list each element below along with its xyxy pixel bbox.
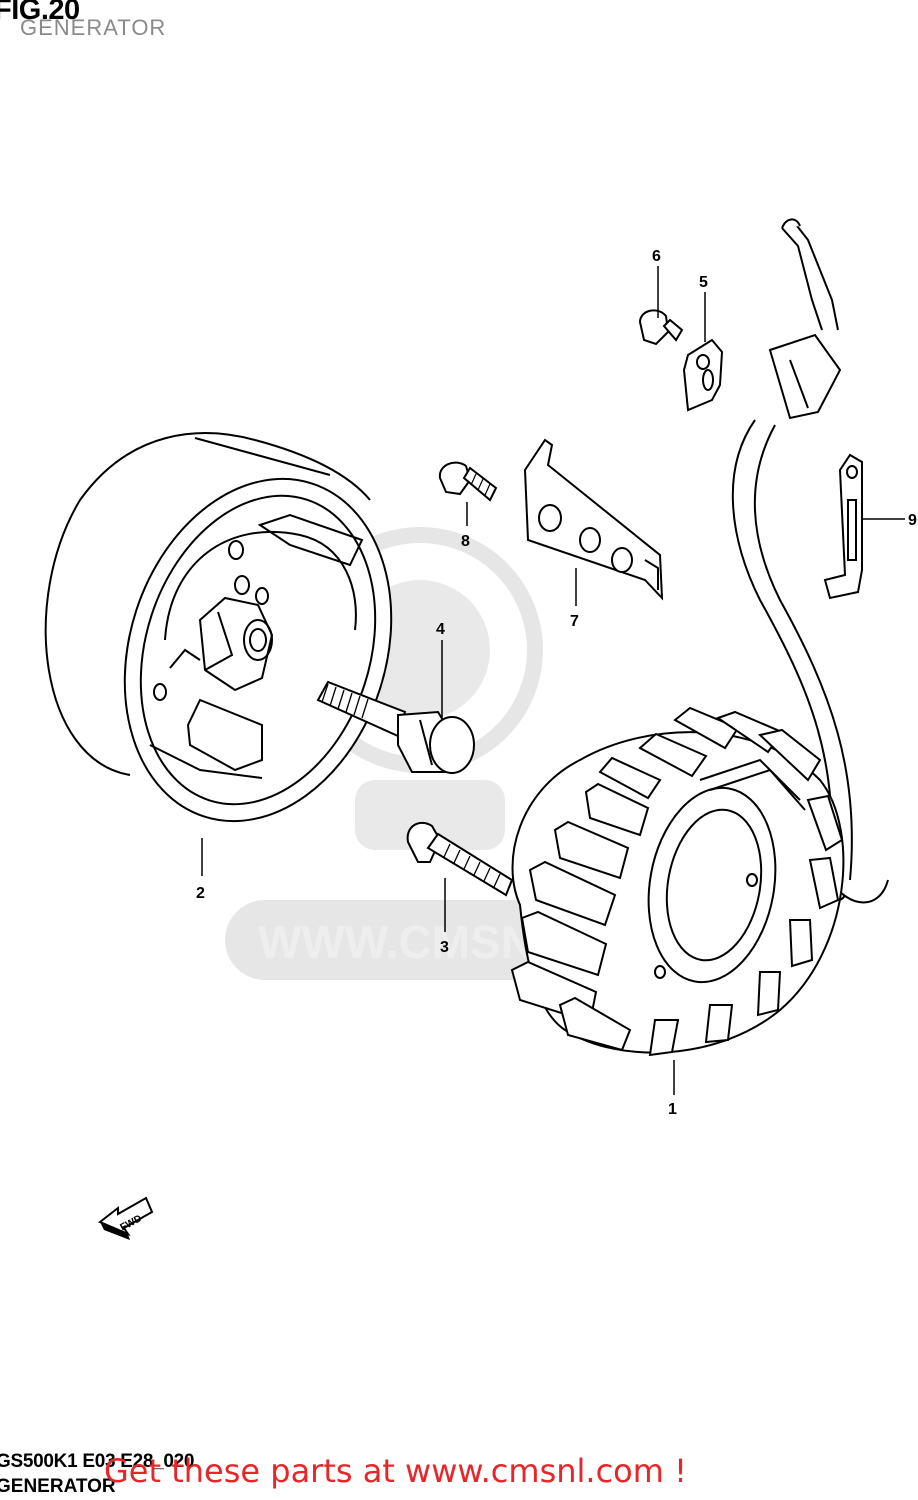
- rotor-bolt-part: [316, 680, 475, 774]
- leader-lines: [201, 266, 905, 1095]
- callout-2: 2: [196, 885, 205, 902]
- guide-plate-part: [523, 438, 664, 601]
- callout-1: 1: [668, 1101, 677, 1118]
- promo-link[interactable]: Get these parts at www.cmsnl.com !: [104, 1452, 687, 1490]
- callout-4: 4: [436, 621, 445, 638]
- callout-5: 5: [699, 274, 708, 291]
- callout-6: 6: [652, 248, 661, 265]
- callout-8: 8: [461, 533, 470, 550]
- stator-part: [510, 706, 845, 1057]
- plate-screw-part: [438, 461, 498, 502]
- clamp-rh-part: [823, 453, 863, 600]
- clamp-screw-part: [638, 309, 684, 346]
- lead-wire-clamp-part: [682, 338, 724, 412]
- rotor-part: [44, 432, 393, 823]
- stator-bolt-part: [406, 821, 514, 897]
- diagram-code: GS500K1 E03 E28_020: [0, 1451, 195, 1472]
- callout-3: 3: [440, 939, 449, 956]
- diagram-name: GENERATOR: [0, 1476, 116, 1497]
- figure-number: FIG.20: [0, 0, 80, 26]
- callout-9: 9: [908, 512, 917, 529]
- fwd-direction-arrow: [98, 1196, 154, 1240]
- lead-wire-harness: [731, 218, 889, 904]
- callout-7: 7: [570, 613, 579, 630]
- section-title: GENERATOR: [20, 15, 167, 40]
